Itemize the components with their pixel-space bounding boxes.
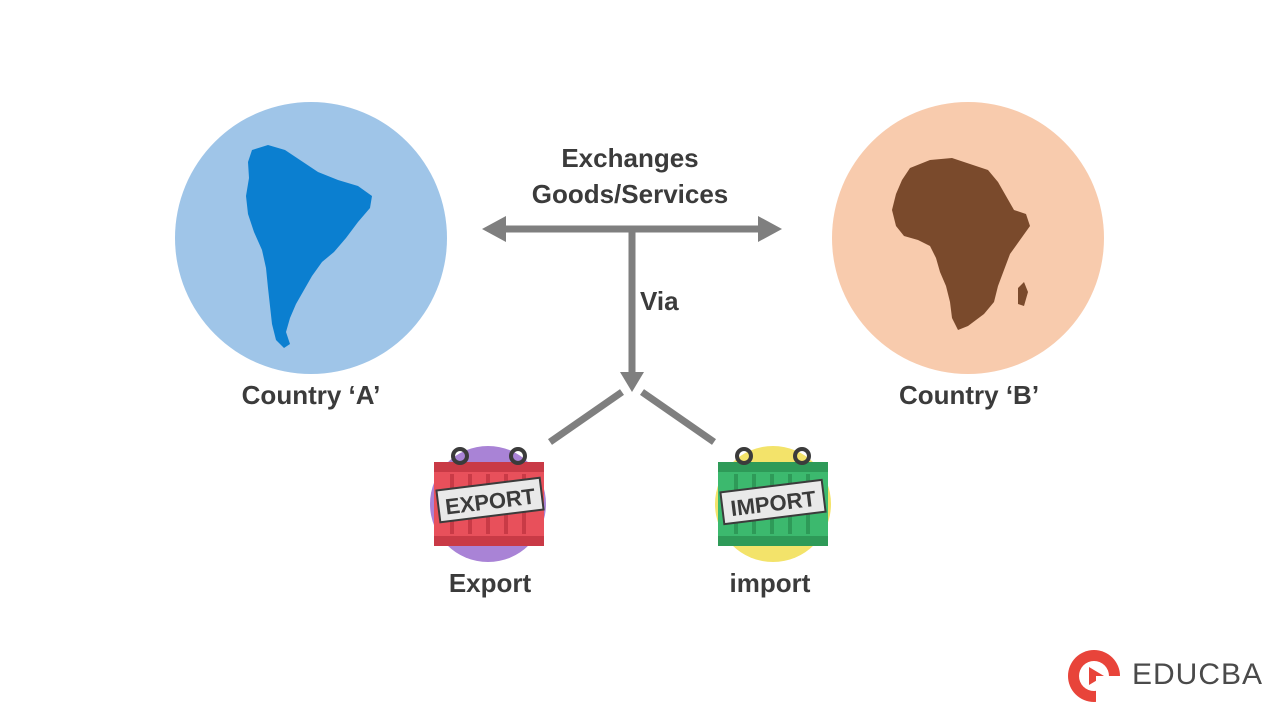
exchange-arrowhead-right <box>758 216 782 242</box>
country-b-node <box>832 102 1104 374</box>
africa-map-icon <box>892 158 1030 330</box>
export-branch-line <box>548 389 624 445</box>
country-a-node <box>175 102 447 374</box>
south-america-map-icon <box>246 145 372 348</box>
export-label: Export <box>448 568 532 598</box>
via-label: Via <box>640 286 679 316</box>
import-branch-line <box>640 389 716 445</box>
import-label: import <box>729 568 811 598</box>
educba-logo-icon <box>1068 650 1122 702</box>
country-b-label: Country ‘B’ <box>898 380 1040 410</box>
exchange-label-line1: Exchanges <box>561 143 699 173</box>
logo-text: EDUCBA <box>1132 658 1264 691</box>
exchange-label-line2: Goods/Services <box>531 179 729 209</box>
exchange-label: Exchanges Goods/Services <box>480 140 780 212</box>
exchange-arrowhead-left <box>482 216 506 242</box>
export-container-icon: EXPORT <box>430 446 546 562</box>
via-arrowhead <box>620 372 644 392</box>
country-a-label: Country ‘A’ <box>241 380 381 410</box>
import-container-icon: IMPORT <box>715 446 831 562</box>
